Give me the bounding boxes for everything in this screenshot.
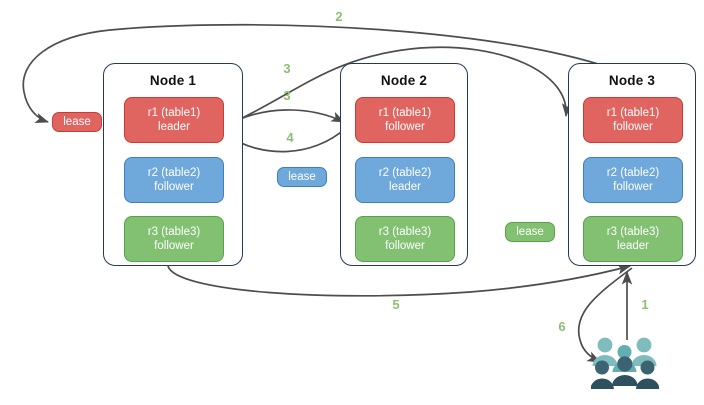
edge-label-5: 5 (384, 297, 408, 312)
replica-node3-r1[interactable]: r1 (table1) follower (583, 97, 683, 143)
replica-role: leader (617, 240, 649, 252)
edge-label-text: 1 (641, 297, 649, 312)
replica-name: r1 (table1) (378, 107, 432, 119)
replica-node2-r3[interactable]: r3 (table3) follower (355, 216, 455, 262)
edge-label-1: 1 (633, 297, 657, 312)
replica-name: r1 (table1) (606, 107, 660, 119)
lease-badge-r2[interactable]: lease (277, 167, 327, 187)
replica-node3-r3[interactable]: r3 (table3) leader (583, 216, 683, 262)
replica-role: follower (154, 240, 194, 252)
lease-label: lease (63, 116, 91, 128)
node-card-node3[interactable]: Node 3 r1 (table1) follower r2 (table2) … (568, 63, 696, 266)
replica-node2-r2[interactable]: r2 (table2) leader (355, 157, 455, 203)
replica-node2-r1[interactable]: r1 (table1) follower (355, 97, 455, 143)
edge-label-text: 3 (283, 61, 291, 76)
replica-name: r2 (table2) (606, 167, 660, 179)
replica-role: follower (613, 121, 653, 133)
replica-node3-r2[interactable]: r2 (table2) follower (583, 157, 683, 203)
node-title: Node 2 (380, 73, 428, 88)
replica-role: follower (613, 181, 653, 193)
replica-name: r3 (table3) (606, 226, 660, 238)
replica-node1-r2[interactable]: r2 (table2) follower (124, 157, 224, 203)
replica-role: leader (389, 181, 421, 193)
replica-name: r2 (table2) (147, 167, 201, 179)
edge-label-6: 6 (550, 319, 574, 334)
replica-name: r1 (table1) (147, 107, 201, 119)
node-card-node1[interactable]: Node 1 r1 (table1) leader r2 (table2) fo… (103, 63, 243, 266)
edge-label-2: 2 (327, 9, 351, 24)
replica-node1-r1[interactable]: r1 (table1) leader (124, 97, 224, 143)
lease-label: lease (288, 171, 316, 183)
edge-label-4: 4 (278, 130, 302, 145)
replica-name: r3 (table3) (378, 226, 432, 238)
lease-label: lease (516, 226, 544, 238)
lease-badge-r1[interactable]: lease (52, 112, 102, 132)
lease-badge-r3[interactable]: lease (505, 222, 555, 242)
replica-node1-r3[interactable]: r3 (table3) follower (124, 216, 224, 262)
replica-role: follower (154, 181, 194, 193)
replica-name: r3 (table3) (147, 226, 201, 238)
users-group-icon (591, 337, 659, 389)
replica-role: follower (385, 121, 425, 133)
node-title: Node 3 (608, 73, 656, 88)
edge-label-text: 4 (286, 130, 294, 145)
edge-label-text: 6 (558, 319, 566, 334)
edge-label-text: 2 (335, 9, 343, 24)
edge-label-text: 5 (392, 297, 400, 312)
edge-5-path (167, 264, 631, 297)
edge-label-text: 3 (283, 88, 291, 103)
node-title: Node 1 (149, 73, 197, 88)
replica-role: follower (385, 240, 425, 252)
node-card-node2[interactable]: Node 2 r1 (table1) follower r2 (table2) … (340, 63, 468, 266)
replica-name: r2 (table2) (378, 167, 432, 179)
replica-role: leader (158, 121, 190, 133)
edge-label-3-lens: 3 (275, 88, 299, 103)
edge-label-3-upper: 3 (275, 61, 299, 76)
